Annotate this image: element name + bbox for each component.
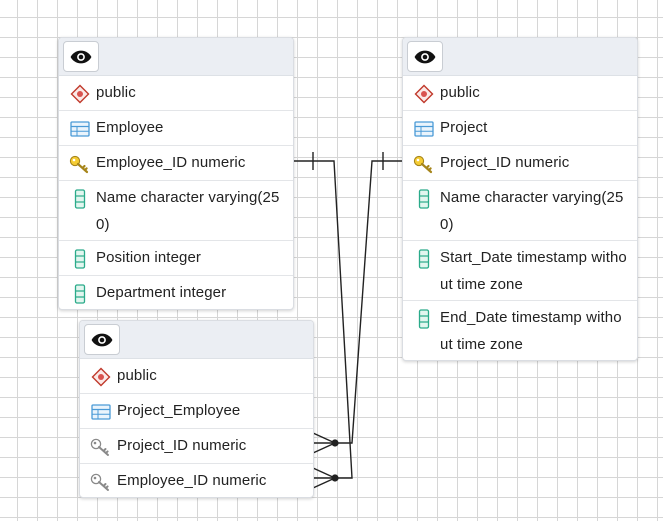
column-text: Name character varying(250)	[96, 189, 280, 233]
column-icon	[413, 249, 435, 269]
primary-key-icon	[69, 154, 91, 174]
schema-icon	[413, 84, 435, 104]
table-node-employee[interactable]: public Employee Employee_ID numeric Name…	[58, 37, 294, 310]
column-icon	[69, 284, 91, 304]
column-text: Project_ID numeric	[117, 437, 247, 454]
column-text: Employee_ID numeric	[96, 154, 246, 171]
schema-row[interactable]: public	[80, 359, 313, 394]
column-row[interactable]: Employee_ID numeric	[59, 146, 293, 181]
schema-row[interactable]: public	[403, 76, 637, 111]
table-name-row[interactable]: Project	[403, 111, 637, 146]
column-row[interactable]: Department integer	[59, 276, 293, 309]
schema-icon	[69, 84, 91, 104]
view-data-button[interactable]	[63, 41, 99, 72]
column-row[interactable]: End_Date timestamp without time zone	[403, 301, 637, 360]
column-row[interactable]: Position integer	[59, 241, 293, 276]
table-name: Project_Employee	[117, 402, 241, 419]
schema-row[interactable]: public	[59, 76, 293, 111]
many-marker-employee-id	[312, 467, 336, 489]
foreign-key-icon	[90, 437, 112, 457]
schema-name: public	[96, 84, 136, 101]
relation-project-project-employee[interactable]	[335, 160, 402, 444]
column-icon	[413, 189, 435, 209]
column-text: Project_ID numeric	[440, 154, 570, 171]
table-node-project-employee[interactable]: public Project_Employee Project_ID numer…	[79, 320, 314, 498]
column-row[interactable]: Project_ID numeric	[80, 429, 313, 464]
table-name-row[interactable]: Project_Employee	[80, 394, 313, 429]
schema-name: public	[440, 84, 480, 101]
schema-name: public	[117, 367, 157, 384]
view-data-button[interactable]	[407, 41, 443, 72]
column-text: Start_Date timestamp without time zone	[440, 249, 627, 293]
table-node-header[interactable]	[59, 38, 293, 76]
column-text: End_Date timestamp without time zone	[440, 309, 622, 353]
column-row[interactable]: Project_ID numeric	[403, 146, 637, 181]
column-icon	[69, 189, 91, 209]
column-row[interactable]: Name character varying(250)	[403, 181, 637, 241]
schema-icon	[90, 367, 112, 387]
table-node-project[interactable]: public Project Project_ID numeric Name c…	[402, 37, 638, 361]
column-row[interactable]: Name character varying(250)	[59, 181, 293, 241]
many-marker-project-id	[312, 432, 336, 454]
eye-icon	[414, 50, 436, 63]
table-icon	[413, 119, 435, 139]
foreign-key-icon	[90, 472, 112, 492]
eye-icon	[70, 50, 92, 63]
primary-key-icon	[413, 154, 435, 174]
table-name: Employee	[96, 119, 164, 136]
eye-icon	[91, 333, 113, 346]
table-icon	[69, 119, 91, 139]
column-text: Position integer	[96, 249, 201, 266]
table-node-header[interactable]	[403, 38, 637, 76]
column-row[interactable]: Start_Date timestamp without time zone	[403, 241, 637, 301]
table-name: Project	[440, 119, 488, 136]
column-text: Employee_ID numeric	[117, 472, 267, 489]
column-icon	[413, 309, 435, 329]
column-text: Department integer	[96, 284, 227, 301]
table-icon	[90, 402, 112, 422]
table-node-header[interactable]	[80, 321, 313, 359]
many-marker-dot-project-id	[331, 439, 339, 447]
column-row[interactable]: Employee_ID numeric	[80, 464, 313, 497]
table-name-row[interactable]: Employee	[59, 111, 293, 146]
view-data-button[interactable]	[84, 324, 120, 355]
column-icon	[69, 249, 91, 269]
many-marker-dot-employee-id	[331, 474, 339, 482]
column-text: Name character varying(250)	[440, 189, 624, 233]
